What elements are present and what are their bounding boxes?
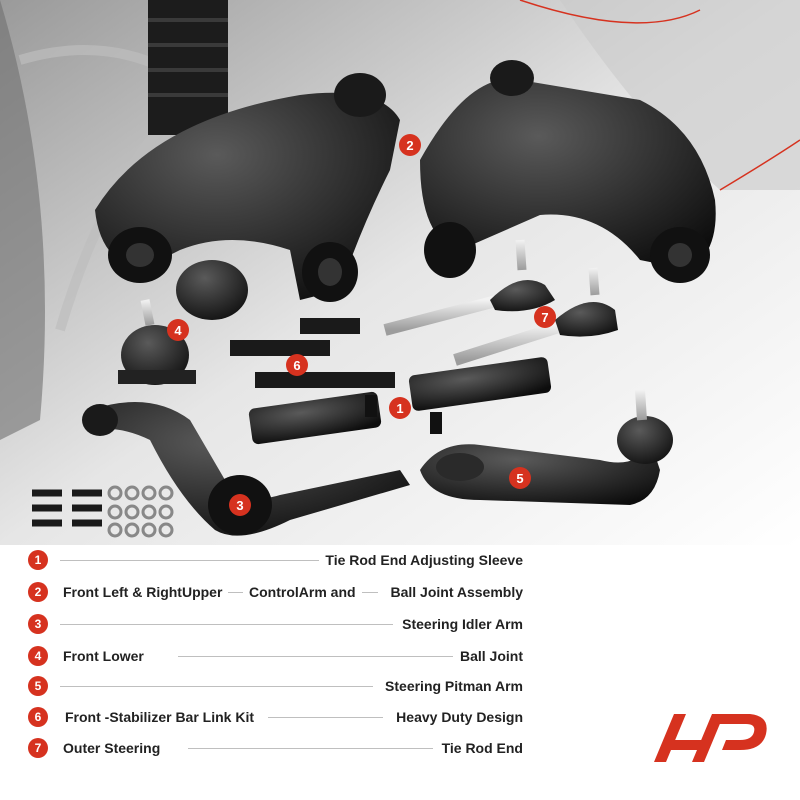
parts-photo: 2 4 6 7 1 5 3 (0, 0, 800, 545)
callout-4: 4 (167, 319, 189, 341)
pitman-arm (420, 389, 673, 505)
legend-number-badge: 1 (28, 550, 48, 570)
callout-3: 3 (229, 494, 251, 516)
callout-7: 7 (534, 306, 556, 328)
callout-5: 5 (509, 467, 531, 489)
svg-text:7: 7 (541, 310, 548, 325)
legend-label: Front -Stabilizer Bar Link Kit (65, 708, 261, 726)
upper-control-arm-left (95, 40, 400, 302)
legend-row-4: 4 Front Lower Ball Joint (28, 644, 523, 668)
tie-rod-ends (383, 239, 618, 366)
svg-text:4: 4 (174, 323, 182, 338)
legend-label: Steering Idler Arm (396, 615, 523, 633)
callout-6: 6 (286, 354, 308, 376)
adjusting-sleeves (248, 357, 552, 445)
svg-text:6: 6 (293, 358, 300, 373)
a-premium-logo-icon (654, 714, 767, 762)
legend-label: Tie Rod End (435, 739, 523, 757)
legend-row-3: 3 Steering Idler Arm (28, 612, 523, 636)
legend-row-1: 1 Tie Rod End Adjusting Sleeve (28, 548, 523, 572)
stabilizer-link-kit (215, 318, 400, 388)
legend-label: ControlArm and (243, 583, 362, 601)
legend-label: Heavy Duty Design (390, 708, 523, 726)
legend-label: Outer Steering (63, 739, 167, 757)
hardware-bolts (32, 489, 102, 527)
leader-line (60, 686, 373, 687)
legend-row-6: 6 Front -Stabilizer Bar Link Kit Heavy D… (28, 705, 523, 729)
legend-label: Ball Joint (453, 647, 523, 665)
legend-number-badge: 3 (28, 614, 48, 634)
legend-label: Front Lower (63, 647, 150, 665)
svg-text:3: 3 (236, 498, 243, 513)
legend-label: Front Left & RightUpper (63, 583, 229, 601)
leader-line (268, 717, 383, 718)
legend-row-7: 7 Outer Steering Tie Rod End (28, 736, 523, 760)
svg-text:5: 5 (516, 471, 523, 486)
hardware-washers (107, 485, 174, 538)
leader-line (178, 656, 453, 657)
legend-number-badge: 6 (28, 707, 48, 727)
callout-2: 2 (399, 134, 421, 156)
legend-label: Tie Rod End Adjusting Sleeve (319, 551, 523, 569)
legend-number-badge: 7 (28, 738, 48, 758)
tire-shape (0, 0, 45, 440)
legend-label: Steering Pitman Arm (379, 677, 523, 695)
leader-line (60, 560, 323, 561)
legend-row-2: 2 Front Left & RightUpper ControlArm and… (28, 580, 523, 604)
svg-text:2: 2 (406, 138, 413, 153)
legend-row-5: 5 Steering Pitman Arm (28, 674, 523, 698)
legend-label: Ball Joint Assembly (384, 583, 523, 601)
svg-text:1: 1 (396, 401, 403, 416)
upper-control-arm-right (420, 25, 716, 283)
parts-legend: 1 Tie Rod End Adjusting Sleeve 2 Front L… (0, 545, 800, 800)
leader-line (60, 624, 393, 625)
legend-number-badge: 4 (28, 646, 48, 666)
legend-number-badge: 5 (28, 676, 48, 696)
shock-spring (148, 0, 228, 135)
legend-number-badge: 2 (28, 582, 48, 602)
leader-line (188, 748, 433, 749)
callout-1: 1 (389, 397, 411, 419)
lower-ball-joints (118, 240, 248, 385)
